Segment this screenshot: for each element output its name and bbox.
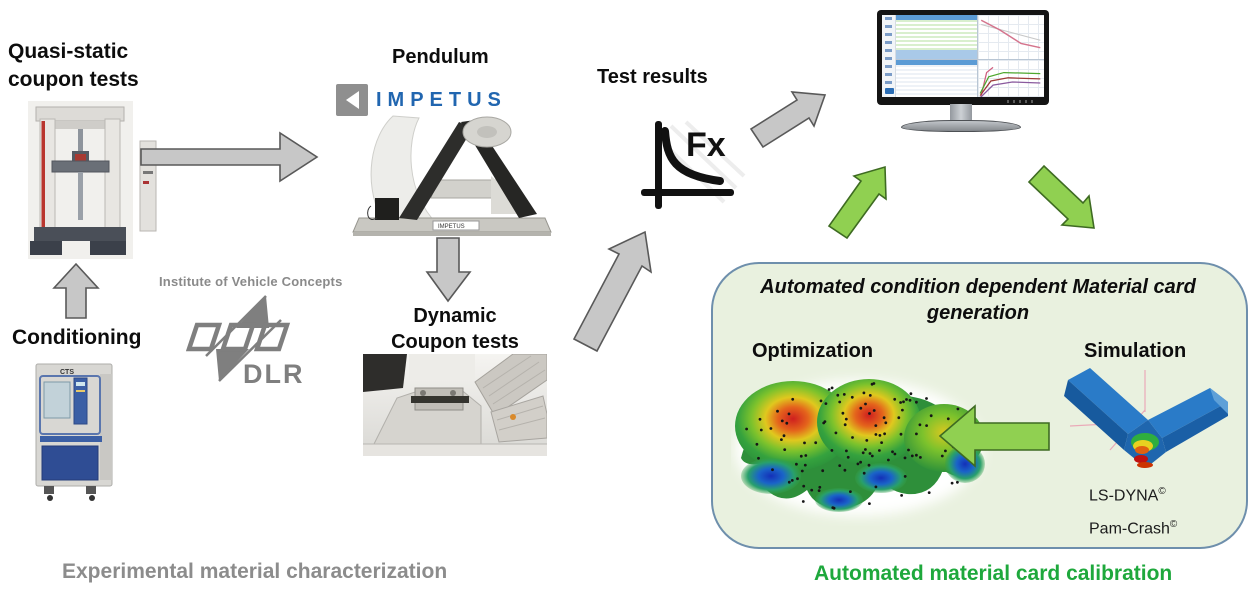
monitor-screen [882, 15, 1044, 97]
impetus-play-icon [336, 84, 368, 116]
pendulum-machine-photo: IMPETUS [352, 115, 552, 236]
institute-label: Institute of Vehicle Concepts [159, 274, 343, 289]
dynamic-coupon-label: Dynamic Coupon tests [391, 305, 519, 353]
software-logo-mark [885, 88, 894, 94]
conditioning-label: Conditioning [12, 326, 142, 349]
simulation-bent-beam [1064, 368, 1228, 468]
optimization-surface-plot [735, 379, 985, 516]
caption-experimental: Experimental material characterization [62, 560, 448, 583]
dlr-logo-icon [186, 295, 291, 382]
software-panels [896, 15, 1044, 97]
solver-pam-crash-name: Pam-Crash [1089, 520, 1170, 538]
monitor-buttons [1007, 100, 1037, 103]
pendulum-label: Pendulum [392, 46, 489, 68]
arrow-dynamic-to-testresults [572, 230, 653, 353]
solver-pam-crash-mark: © [1169, 519, 1178, 530]
arrow-monitor-to-box [1027, 164, 1095, 229]
software-chart-bottom [978, 60, 1044, 97]
quasi-static-label: Quasi-static coupon tests [8, 40, 139, 91]
simulation-label: Simulation [1084, 340, 1187, 362]
quasi-static-machine-photo [28, 101, 157, 259]
caption-automated: Automated material card calibration [814, 562, 1173, 585]
test-results-label: Test results [597, 66, 708, 88]
solver-ls-dyna: LS-DYNA© [1089, 486, 1166, 505]
monitor-neck [950, 104, 972, 121]
impetus-logo: IMPETUS [336, 84, 507, 116]
chamber-brand-text: CTS [60, 369, 74, 376]
arrow-conditioning-to-quasi [52, 262, 100, 319]
software-table-top [896, 15, 978, 60]
optimization-label: Optimization [752, 340, 874, 362]
solver-ls-dyna-mark: © [1158, 486, 1166, 497]
solver-ls-dyna-name: LS-DYNA [1089, 487, 1159, 505]
software-table-bottom [896, 60, 978, 97]
pendulum-base-label: IMPETUS [438, 224, 465, 230]
fx-icon-text: Fx [686, 126, 726, 164]
software-toolbar [882, 15, 896, 97]
analysis-software-monitor [877, 10, 1049, 105]
monitor-base [901, 120, 1021, 132]
arrow-box-to-monitor [827, 165, 887, 240]
conditioning-chamber-photo: CTS [35, 363, 113, 501]
material-card-box-title: Automated condition dependent Material c… [760, 276, 1196, 324]
scatter-samples [745, 382, 974, 510]
arrow-pendulum-to-dynamic [425, 237, 472, 303]
dynamic-test-photo [363, 354, 547, 456]
fx-curve-icon: Fx [641, 120, 746, 209]
impetus-logo-text: IMPETUS [376, 88, 507, 111]
solver-pam-crash: Pam-Crash© [1089, 519, 1177, 538]
arrow-quasi-to-pendulum [140, 131, 319, 183]
arrow-testresults-to-monitor [749, 91, 827, 149]
software-chart-top [978, 15, 1044, 60]
dlr-logo-text: DLR [243, 359, 305, 389]
